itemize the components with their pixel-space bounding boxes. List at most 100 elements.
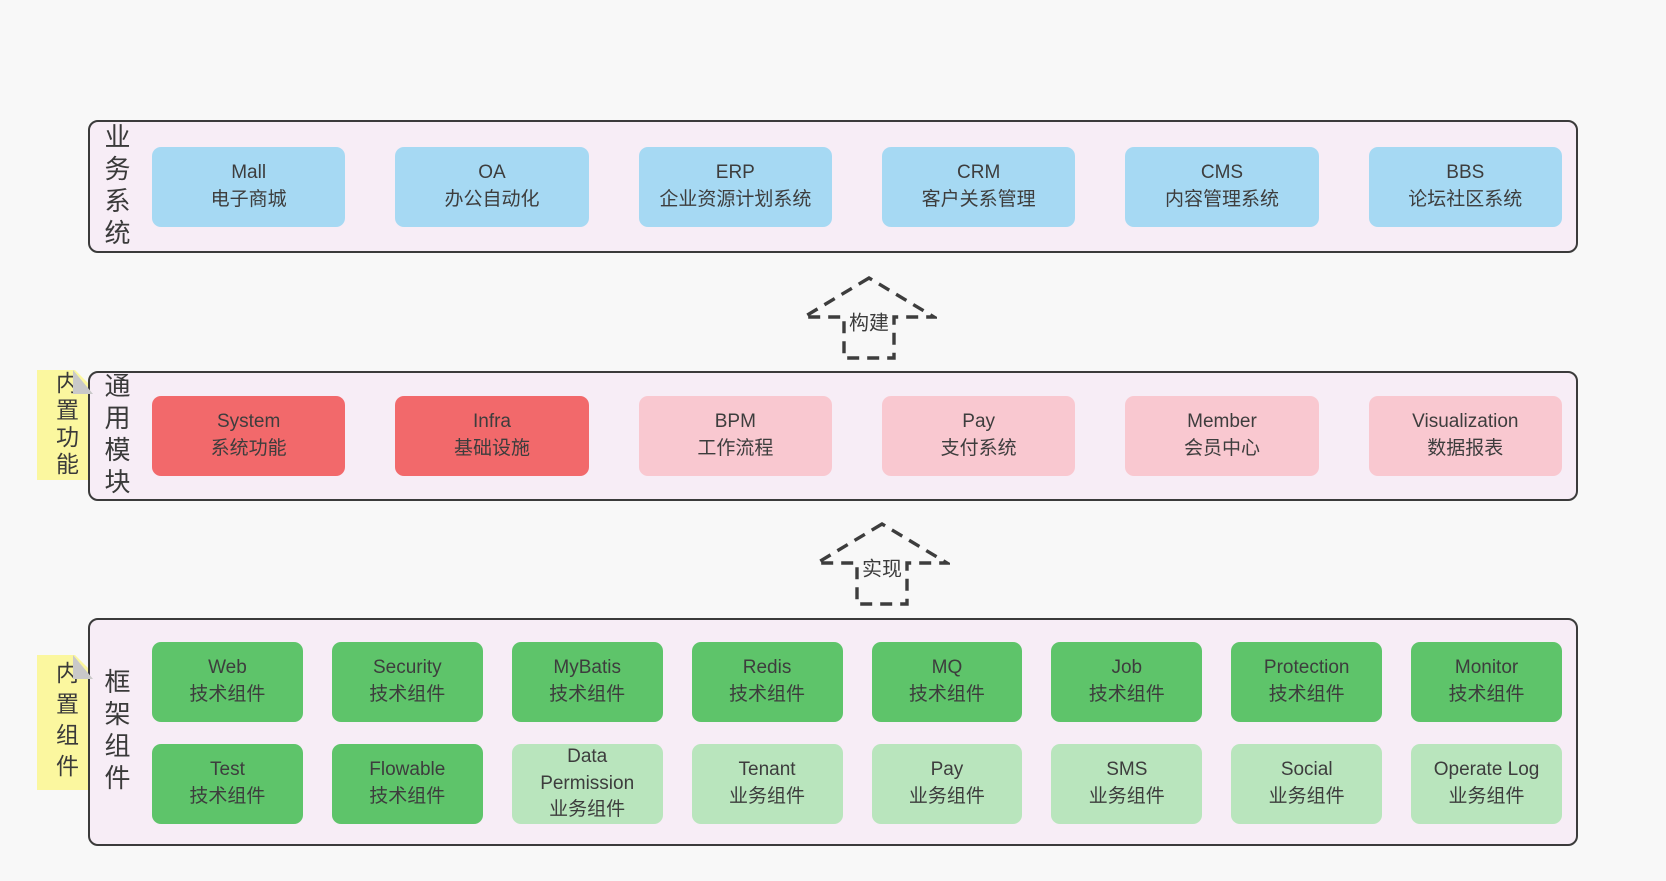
box-subtitle: 技术组件	[908, 684, 985, 705]
box-cms: CMS 内容管理系统	[1125, 146, 1319, 227]
box-title: MQ	[931, 657, 963, 679]
layer-business-systems: 业务系统 Mall 电子商城 OA 办公自动化 ERP 企业资源计划系统 CRM 客户关系管理…	[88, 120, 1578, 253]
box-title: Tenant	[738, 759, 796, 781]
box-oa: OA 办公自动化	[395, 146, 589, 227]
box-title: Flowable	[369, 759, 446, 781]
box-title: Social	[1280, 759, 1333, 781]
box-visualization: Visualization 数据报表	[1368, 396, 1562, 476]
box-title: BPM	[714, 411, 756, 433]
box-subtitle: 论坛社区系统	[1408, 188, 1523, 210]
box-title: Data Permission	[540, 745, 635, 794]
box-title: BBS	[1446, 161, 1485, 183]
box-title: Test	[210, 759, 245, 781]
box-subtitle: 技术组件	[1448, 684, 1525, 705]
box-system: System 系统功能	[152, 396, 346, 476]
box-subtitle: 技术组件	[369, 684, 446, 705]
box-flowable: Flowable 技术组件	[331, 744, 483, 824]
layer-label-components: 框架组件	[101, 668, 131, 796]
box-subtitle: 会员中心	[1183, 438, 1260, 459]
box-monitor: Monitor 技术组件	[1411, 642, 1562, 722]
box-bbs: BBS 论坛社区系统	[1368, 146, 1562, 227]
box-title: Infra	[472, 411, 511, 433]
box-subtitle: 技术组件	[369, 786, 446, 807]
box-subtitle: 系统功能	[210, 438, 287, 459]
box-title: MyBatis	[553, 657, 621, 679]
box-pay: Pay 业务组件	[871, 744, 1023, 824]
box-subtitle: 客户关系管理	[921, 188, 1036, 210]
business-boxes-row: Mall 电子商城 OA 办公自动化 ERP 企业资源计划系统 CRM 客户关系管理 CMS 内容…	[152, 146, 1562, 227]
box-mall: Mall 电子商城	[152, 146, 346, 227]
box-web: Web 技术组件	[152, 642, 303, 722]
box-title: Job	[1111, 657, 1143, 679]
box-title: OA	[478, 161, 506, 183]
box-social: Social 业务组件	[1231, 744, 1383, 824]
box-subtitle: 业务组件	[908, 786, 985, 807]
box-test: Test 技术组件	[152, 744, 303, 824]
box-title: CMS	[1200, 161, 1244, 183]
box-title: Member	[1187, 411, 1257, 433]
box-mybatis: MyBatis 技术组件	[511, 642, 663, 722]
sticky-fold-icon	[73, 655, 93, 679]
box-subtitle: 内容管理系统	[1164, 188, 1279, 210]
box-security: Security 技术组件	[331, 642, 483, 722]
box-title: Monitor	[1454, 657, 1519, 679]
box-title: Mall	[231, 161, 267, 183]
box-subtitle: 企业资源计划系统	[659, 188, 812, 210]
box-sms: SMS 业务组件	[1051, 744, 1203, 824]
dashed-up-arrow-icon	[814, 522, 950, 606]
box-subtitle: 技术组件	[189, 684, 266, 705]
box-subtitle: 业务组件	[729, 786, 806, 807]
components-boxes-row-2: Test 技术组件 Flowable 技术组件 Data Permission 业务组件 T…	[152, 744, 1562, 824]
box-erp: ERP 企业资源计划系统	[638, 146, 832, 227]
box-subtitle: 数据报表	[1427, 438, 1504, 459]
box-subtitle: 工作流程	[697, 438, 774, 459]
layer-label-modules: 通用模块	[101, 372, 131, 500]
box-subtitle: 技术组件	[1268, 684, 1345, 705]
box-crm: CRM 客户关系管理	[881, 146, 1076, 227]
arrow-implement-label: 实现	[859, 551, 905, 583]
box-subtitle: 业务组件	[1268, 786, 1345, 807]
box-subtitle: 技术组件	[1088, 684, 1165, 705]
box-protection: Protection 技术组件	[1231, 642, 1383, 722]
box-data-permission: Data Permission 业务组件	[511, 744, 663, 824]
box-bpm: BPM 工作流程	[638, 396, 832, 476]
box-subtitle: 技术组件	[729, 684, 806, 705]
box-title: Visualization	[1412, 411, 1519, 433]
box-infra: Infra 基础设施	[395, 396, 589, 476]
box-title: CRM	[957, 161, 1001, 183]
layer-label-business: 业务系统	[101, 122, 131, 251]
arrow-build-label: 构建	[846, 305, 892, 337]
box-subtitle: 办公自动化	[444, 188, 540, 210]
box-job: Job 技术组件	[1051, 642, 1203, 722]
box-title: Protection	[1263, 657, 1350, 679]
box-subtitle: 电子商城	[210, 188, 287, 210]
box-mq: MQ 技术组件	[871, 642, 1023, 722]
box-subtitle: 业务组件	[1088, 786, 1165, 807]
box-subtitle: 业务组件	[549, 799, 626, 821]
box-subtitle: 支付系统	[940, 438, 1017, 459]
box-title: Pay	[930, 759, 964, 781]
box-member: Member 会员中心	[1125, 396, 1319, 476]
box-subtitle: 技术组件	[549, 684, 626, 705]
sticky-note-builtin-components-label: 内置组件	[52, 660, 79, 785]
box-title: Security	[372, 657, 442, 679]
box-title: System	[216, 411, 281, 433]
box-title: Web	[208, 657, 247, 679]
dashed-up-arrow-build: 构建	[801, 275, 937, 361]
box-title: ERP	[715, 161, 755, 183]
box-subtitle: 基础设施	[453, 438, 530, 459]
dashed-up-arrow-icon	[801, 276, 937, 360]
box-title: Operate Log	[1433, 759, 1540, 781]
box-subtitle: 技术组件	[189, 786, 266, 807]
box-title: SMS	[1106, 759, 1148, 781]
dashed-up-arrow-implement: 实现	[814, 521, 950, 607]
sticky-fold-icon	[73, 370, 93, 394]
